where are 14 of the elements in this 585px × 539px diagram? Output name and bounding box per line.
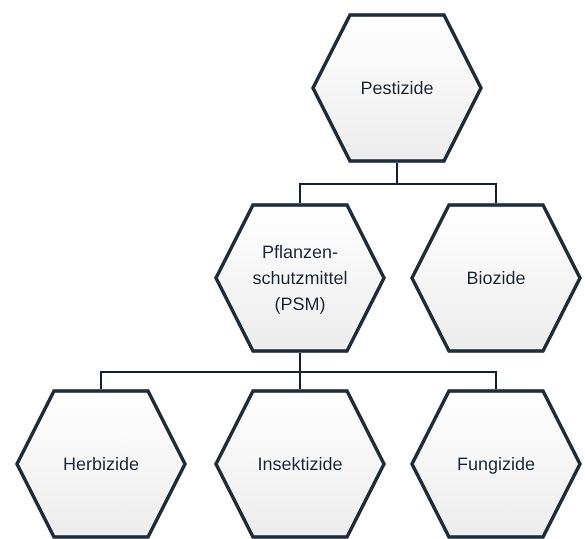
node-label: Pflanzen- schutzmittel (PSM) [251, 241, 349, 316]
node-label: Insektizide [256, 453, 344, 476]
hexagon-shape [410, 203, 582, 353]
hexagon-shape [311, 13, 483, 163]
hexagon-shape [15, 389, 187, 539]
node-label: Pestizide [359, 77, 435, 100]
node-label: Herbizide [62, 453, 140, 476]
connector-line [299, 353, 497, 389]
hexagon-shape [214, 389, 386, 539]
connector-line [396, 163, 497, 203]
hexagon-shape [214, 203, 386, 353]
node-label: Biozide [465, 267, 527, 290]
hexagon-shape [410, 389, 582, 539]
node-label: Fungizide [456, 453, 536, 476]
